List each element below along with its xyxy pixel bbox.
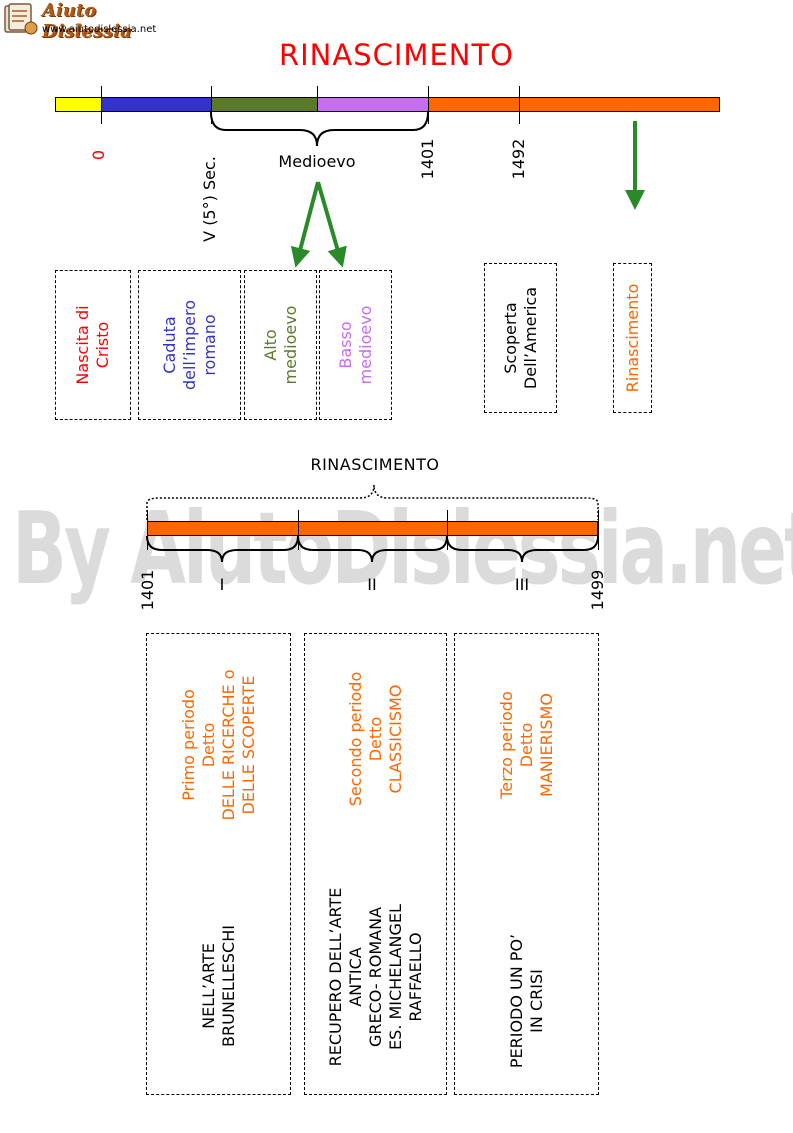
period-heading-line: Detto [365, 716, 385, 762]
medioevo-brace [210, 111, 429, 147]
timeline-bar-outline [55, 97, 720, 112]
period-3-body: PERIODO UN PO’ IN CRISI [507, 934, 547, 1068]
numeral-period-1: I [219, 575, 225, 594]
period-2-heading: Secondo periodo Detto CLASSICISMO [346, 672, 406, 807]
period-heading-line: Secondo periodo [345, 671, 365, 807]
label-period-start-text: 1401 [138, 569, 157, 611]
period-body-line: BRUNELLESCHI [218, 925, 238, 1047]
period-1-body: NELL’ARTE BRUNELLESCHI [199, 925, 239, 1047]
period-braces [146, 535, 599, 563]
period-3-heading: Terzo periodo Detto MANIERISMO [497, 691, 557, 799]
period-body-line: RECUPERO DELL’ARTE [325, 887, 345, 1067]
logo-name: Aiuto Dislessia [42, 0, 132, 42]
period-body-line: ANTICA [345, 947, 365, 1007]
period-heading-line: DELLE SCOPERTE [238, 675, 258, 815]
arrow-icon [290, 121, 645, 268]
box-nascita: Nascita di Cristo [55, 270, 131, 420]
label-period-end-text: 1499 [588, 569, 607, 611]
logo: Aiuto Dislessia www.aiutodislessia.net [2, 0, 162, 42]
period-heading-line: Terzo periodo [496, 691, 516, 799]
period-body-line: GRECO- ROMANA [365, 906, 385, 1048]
box-basso-medioevo: Basso medioevo [319, 270, 392, 420]
tick-1401 [428, 86, 429, 124]
period-1-heading: Primo periodo Detto DELLE RICERCHE o DEL… [179, 669, 259, 820]
label-period-end: 1499 [588, 570, 608, 611]
timeline-segment-blue [101, 97, 211, 112]
tick-1492 [519, 86, 520, 124]
watermark: By AiutoDislessia.net [12, 490, 793, 607]
box-scoperta: Scoperta Dell’America [484, 263, 557, 413]
box-rinascimento: Rinascimento [613, 263, 652, 413]
logo-url: www.aiutodislessia.net [42, 24, 157, 35]
tick-medioevo-mid [317, 86, 318, 112]
numeral-period-2: II [367, 575, 377, 594]
period-heading-line: MANIERISMO [536, 693, 556, 797]
label-medioevo: Medioevo [278, 152, 356, 171]
period-body-line: IN CRISI [526, 969, 546, 1033]
rinascimento-outer-brace [146, 484, 599, 520]
period-body-line: RAFFAELLO [405, 932, 425, 1022]
tick-zero [101, 86, 102, 124]
period-2-body: RECUPERO DELL’ARTE ANTICA GRECO- ROMANA … [326, 888, 426, 1067]
box-alto-medioevo: Alto medioevo [244, 270, 317, 420]
numeral-period-3: III [514, 575, 530, 594]
tick-period-end [598, 510, 599, 550]
period-heading-line: Detto [198, 722, 218, 768]
tick-fifth-century [211, 86, 212, 124]
period-box-1: Primo periodo Detto DELLE RICERCHE o DEL… [146, 633, 291, 1095]
timeline-segment-violet [317, 97, 428, 112]
label-period-start: 1401 [138, 570, 158, 611]
rinascimento-subtitle: RINASCIMENTO [310, 455, 440, 474]
tick-period-2-3 [447, 510, 448, 550]
period-heading-line: CLASSICISMO [385, 684, 405, 794]
period-heading-line: Detto [516, 722, 536, 768]
tick-period-1-2 [298, 510, 299, 550]
period-box-3: Terzo periodo Detto MANIERISMO PERIODO U… [454, 633, 599, 1095]
box-caduta: Caduta dell’impero romano [138, 270, 241, 420]
period-heading-line: DELLE RICERCHE o [218, 669, 238, 821]
logo-icon [2, 2, 38, 36]
period-box-2: Secondo periodo Detto CLASSICISMO RECUPE… [304, 633, 447, 1095]
page-title: RINASCIMENTO [278, 38, 515, 72]
tick-period-start [147, 510, 148, 550]
timeline-segment-green [211, 97, 317, 112]
period-body-line: PERIODO UN PO’ [506, 933, 526, 1069]
period-heading-line: Primo periodo [178, 689, 198, 801]
period-body-line: ES. MICHELANGEL [385, 904, 405, 1050]
period-body-line: NELL’ARTE [198, 943, 218, 1029]
